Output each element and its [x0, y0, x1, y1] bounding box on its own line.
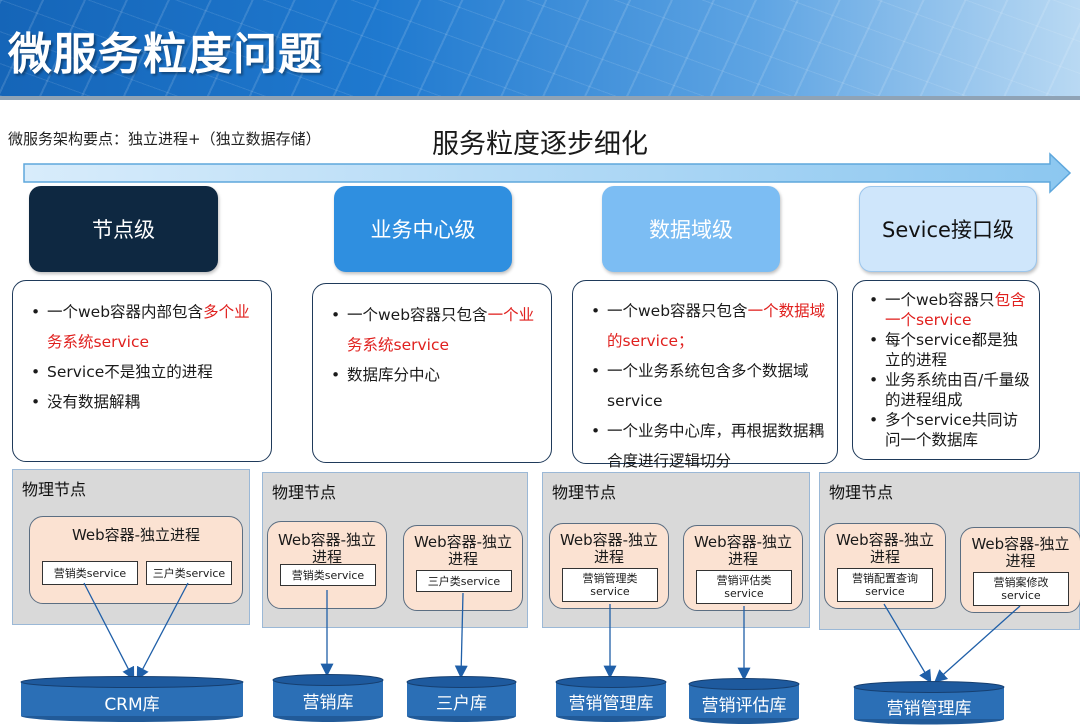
- web-container-title: Web容器-独立进程: [971, 535, 1070, 570]
- service-box: 营销配置查询service: [837, 568, 933, 602]
- level-business-center-header: 业务中心级: [334, 186, 512, 272]
- bullet: 业务系统由百/千量级的进程组成: [863, 370, 1033, 410]
- bullet: 没有数据解耦: [25, 387, 263, 417]
- physical-node-area: 物理节点 Web容器-独立进程 营销配置查询service Web容器-独立进程…: [819, 472, 1080, 630]
- service-box: 营销案修改service: [973, 572, 1069, 606]
- web-container-title: Web容器-独立进程: [693, 533, 793, 568]
- web-container: Web容器-独立进程 营销配置查询service: [824, 523, 946, 609]
- granularity-arrow: [23, 152, 1072, 194]
- database-label: 营销评估库: [701, 696, 787, 716]
- bullet: 一个业务中心库，再根据数据耦合度进行逻辑切分: [585, 416, 829, 476]
- web-container: Web容器-独立进程 营销评估类service: [683, 525, 803, 611]
- service-box: 三户类service: [146, 561, 232, 585]
- physical-node-label: 物理节点: [552, 483, 617, 502]
- service-box: 三户类service: [416, 570, 512, 592]
- database-cylinder: 营销管理库: [555, 676, 667, 722]
- web-container: Web容器-独立进程 营销类service: [267, 521, 387, 609]
- level-business-center-description: 一个web容器只包含一个业务系统service 数据库分中心: [312, 283, 552, 463]
- bullet: 每个service都是独立的进程: [863, 330, 1033, 370]
- physical-node-label: 物理节点: [22, 480, 87, 499]
- header-divider: [0, 96, 1080, 100]
- level-node-label: 节点级: [92, 218, 155, 242]
- database-cylinder: 营销库: [272, 674, 384, 722]
- service-box: 营销类service: [42, 561, 138, 585]
- web-container: Web容器-独立进程 营销类service 三户类service: [29, 516, 243, 604]
- level-node-description: 一个web容器内部包含多个业务系统service Service不是独立的进程 …: [12, 280, 272, 462]
- web-container-title: Web容器-独立进程: [559, 531, 659, 566]
- level-data-domain-header: 数据域级: [602, 186, 780, 272]
- bullet: 一个web容器只包含一个业务系统service: [325, 300, 543, 360]
- physical-node-area: 物理节点 Web容器-独立进程 营销类service 三户类service: [12, 469, 250, 625]
- database-label: 营销管理库: [886, 699, 972, 719]
- bullet: Service不是独立的进程: [25, 357, 263, 387]
- web-container-title: Web容器-独立进程: [413, 533, 513, 568]
- level-business-center-label: 业务中心级: [370, 218, 476, 242]
- database-label: 营销库: [302, 693, 354, 713]
- bullet: 数据库分中心: [325, 360, 543, 390]
- bullet: 一个web容器只包含一个数据域的service；: [585, 296, 829, 356]
- title-banner: [0, 0, 1080, 96]
- web-container-title: Web容器-独立进程: [277, 531, 377, 566]
- database-cylinder: 营销管理库: [853, 681, 1005, 725]
- arrow-title: 服务粒度逐步细化: [432, 129, 648, 160]
- web-container-title: Web容器-独立进程: [835, 531, 935, 566]
- database-cylinder: 三户库: [406, 676, 517, 722]
- physical-node-area: 物理节点 Web容器-独立进程 营销管理类service Web容器-独立进程 …: [542, 472, 810, 628]
- web-container: Web容器-独立进程 营销案修改service: [960, 527, 1080, 613]
- page-title: 微服务粒度问题: [8, 29, 323, 80]
- database-cylinder: CRM库: [20, 676, 244, 722]
- database-cylinder: 营销评估库: [688, 678, 800, 724]
- level-service-interface-description: 一个web容器只包含一个service 每个service都是独立的进程 业务系…: [852, 280, 1040, 460]
- database-label: 营销管理库: [568, 694, 654, 714]
- physical-node-label: 物理节点: [272, 483, 337, 502]
- level-service-interface-label: Sevice接口级: [882, 218, 1014, 242]
- service-box: 营销评估类service: [696, 570, 792, 604]
- physical-node-label: 物理节点: [829, 483, 894, 502]
- web-container: Web容器-独立进程 营销管理类service: [549, 523, 669, 609]
- bullet: 一个web容器只包含一个service: [863, 290, 1033, 330]
- service-box: 营销管理类service: [562, 568, 658, 602]
- subtitle: 微服务架构要点：独立进程+（独立数据存储）: [8, 130, 321, 148]
- level-data-domain-label: 数据域级: [649, 218, 733, 242]
- database-label: 三户库: [436, 694, 487, 714]
- level-node-header: 节点级: [29, 186, 218, 272]
- bullet: 多个service共同访问一个数据库: [863, 410, 1033, 450]
- level-data-domain-description: 一个web容器只包含一个数据域的service； 一个业务系统包含多个数据域se…: [572, 280, 838, 470]
- level-service-interface-header: Sevice接口级: [859, 186, 1037, 272]
- bullet: 一个web容器内部包含多个业务系统service: [25, 297, 263, 357]
- web-container-title: Web容器-独立进程: [71, 526, 201, 544]
- database-label: CRM库: [104, 695, 160, 715]
- service-box: 营销类service: [280, 564, 376, 586]
- bullet: 一个业务系统包含多个数据域service: [585, 356, 829, 416]
